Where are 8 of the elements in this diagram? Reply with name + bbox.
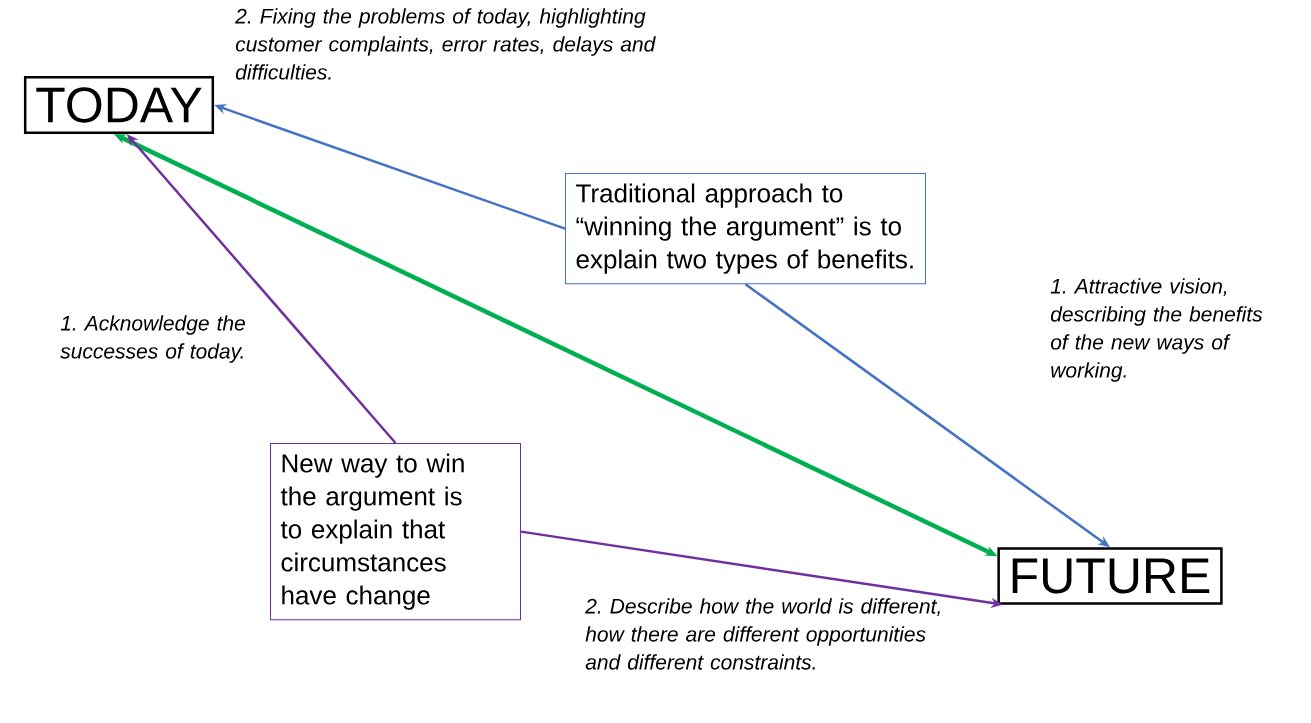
title-box: TODAY bbox=[23, 76, 215, 134]
note-text: 1. Acknowledge the successes of today. bbox=[60, 315, 245, 363]
title-box: FUTURE bbox=[997, 547, 1223, 605]
text-box: Traditional approach to “winning the argument” is to explain two types of benefits. bbox=[565, 173, 926, 285]
text-box: New way to win the argument is to explain that circumstances have change bbox=[270, 443, 521, 621]
note-text: 2. Describe how the world is different, how there are different opportunities and different constraints. bbox=[585, 598, 940, 670]
note-text: 1. Attractive vision, describing the benefits of the new ways of working. bbox=[1050, 278, 1263, 382]
note-text: 2. Fixing the problems of today, highlighting customer complaints, error rates, delays and difficulties. bbox=[235, 8, 656, 80]
